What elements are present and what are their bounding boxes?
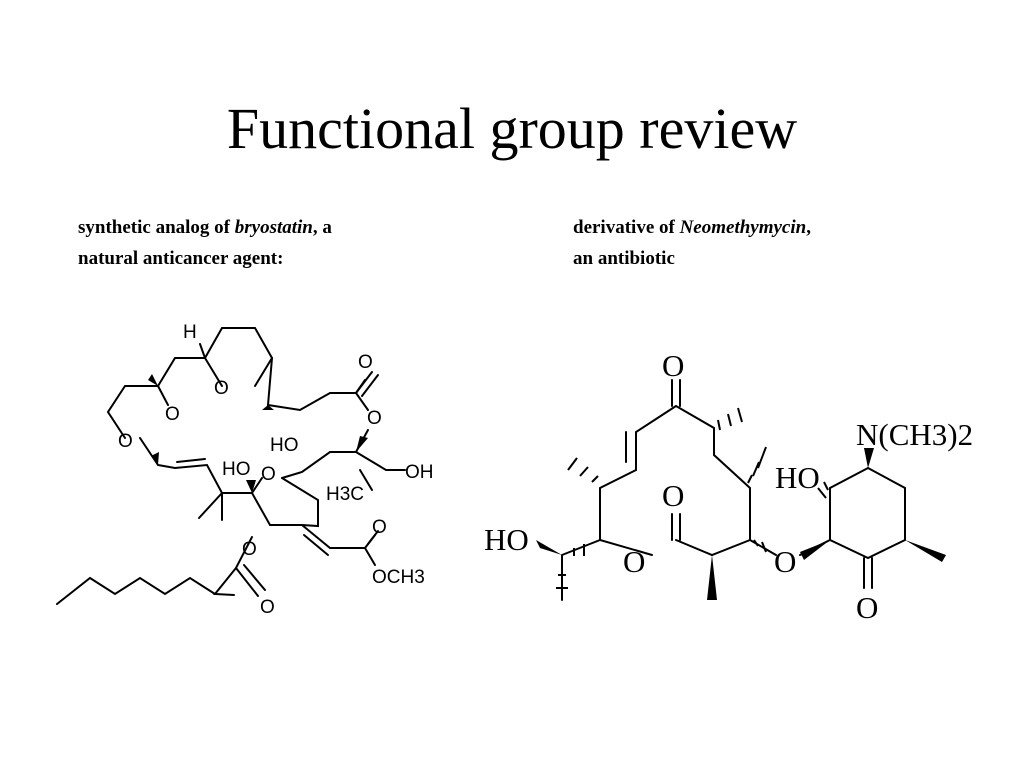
right-caption-suffix: , <box>806 217 811 238</box>
left-caption-compound: bryostatin <box>234 217 313 238</box>
bryostatin-atom-labels: H O O O O O HO HO O OH H3C O OCH3 O O <box>118 322 434 618</box>
label-o-lactone: O <box>623 544 645 579</box>
slide-title: Functional group review <box>226 96 798 161</box>
right-caption-compound: Neomethymycin <box>679 217 807 238</box>
label-o-thp: O <box>214 378 229 399</box>
right-caption-text: derivative of <box>573 217 680 238</box>
label-ho-2: HO <box>222 459 251 480</box>
label-o-ketone: O <box>662 348 684 383</box>
right-caption: derivative of Neomethymycin, an antibiot… <box>573 212 953 274</box>
left-caption-line2: natural anticancer agent: <box>78 248 284 269</box>
label-h3c: H3C <box>326 484 364 505</box>
label-o-acyl-carbonyl: O <box>260 597 275 618</box>
label-o-ester: O <box>367 408 382 429</box>
left-caption-suffix: , a <box>312 217 332 238</box>
left-caption-text: synthetic analog of <box>78 217 235 238</box>
label-o-acyloxy: O <box>242 539 257 560</box>
label-ho-1: HO <box>270 435 299 456</box>
label-o-lactone-carbonyl: O <box>662 478 684 513</box>
label-o-sugar-ketone: O <box>856 590 878 625</box>
label-oh: OH <box>405 462 434 483</box>
label-o-carbonyl: O <box>358 352 373 373</box>
label-ho-side: HO <box>484 522 529 557</box>
label-ho-sugar: HO <box>775 460 820 495</box>
label-o-ester-2: O <box>372 517 387 538</box>
label-o-glycoside: O <box>774 544 796 579</box>
label-ome: OCH3 <box>372 567 425 588</box>
label-o-dioxane-1: O <box>165 404 180 425</box>
right-caption-line2: an antibiotic <box>573 248 675 269</box>
neomethymycin-atom-labels: O N(CH3)2 HO O HO O O O <box>484 348 973 625</box>
label-o-dioxane-2: O <box>118 431 133 452</box>
label-n-dimethyl: N(CH3)2 <box>856 417 973 452</box>
left-caption: synthetic analog of bryostatin, a natura… <box>78 212 458 274</box>
label-o-central: O <box>261 464 276 485</box>
label-h: H <box>183 322 197 343</box>
